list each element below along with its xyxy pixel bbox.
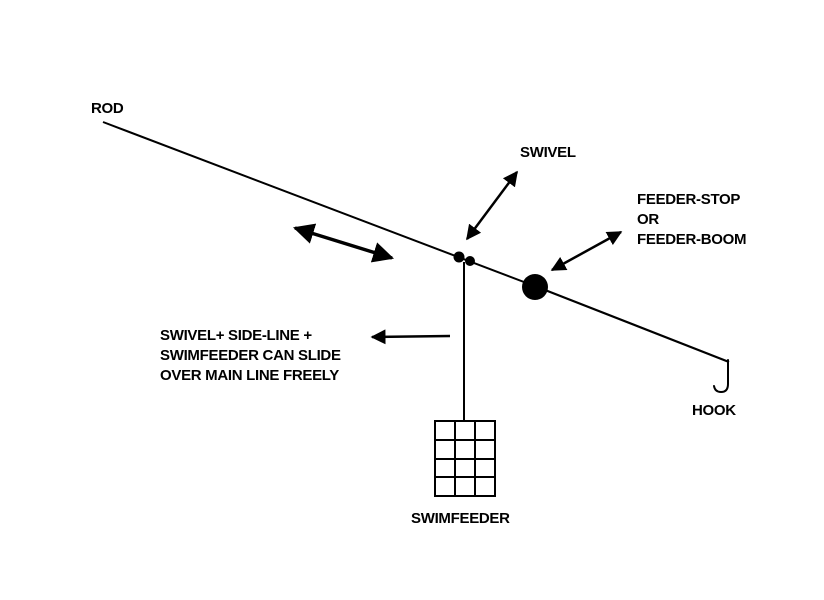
label-rod: ROD [91,100,124,117]
feeder-stop-bead [522,274,548,300]
swivel-bead-left [453,251,465,263]
label-swimfeeder: SWIMFEEDER [411,510,510,527]
label-slide-note-line-3: OVER MAIN LINE FREELY [160,367,340,384]
swivel-bead-right [465,256,475,266]
label-feeder-stop-line-2: OR [637,211,659,228]
main-line [102,121,546,291]
swivel-double-arrow [465,170,519,241]
swimfeeder-cage [434,420,496,497]
label-hook: HOOK [692,402,736,419]
hook-shape [713,359,729,394]
label-feeder-stop-line-1: FEEDER-STOP [637,191,741,208]
label-slide-note-line-2: SWIMFEEDER CAN SLIDE [160,347,341,364]
label-feeder-stop-line-3: FEEDER-BOOM [637,231,747,248]
slide-note-arrow [370,329,451,345]
main-line-to-hook [544,288,730,364]
sliding-double-arrow [292,223,395,263]
label-slide-note-line-1: SWIVEL+ SIDE-LINE + [160,327,312,344]
feeder-stop-double-arrow [550,230,623,272]
label-swivel: SWIVEL [520,144,576,161]
